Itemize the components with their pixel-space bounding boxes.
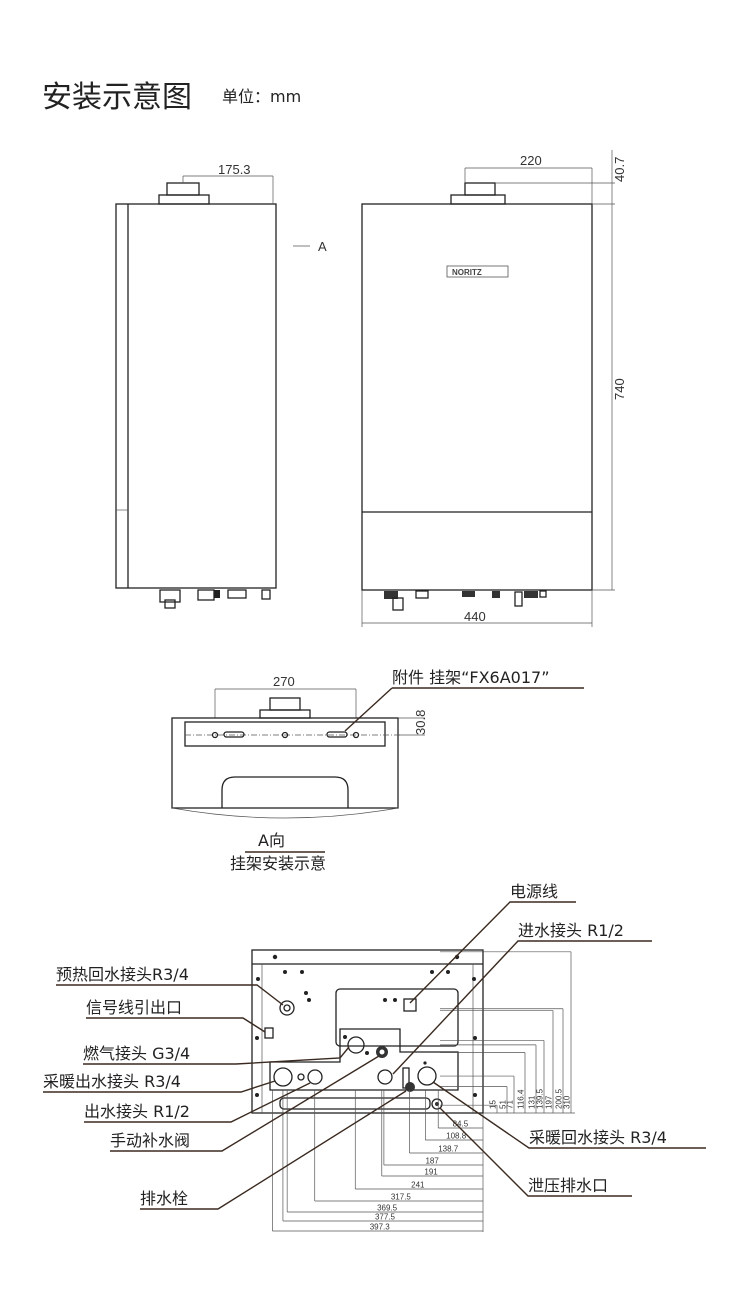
dim-vertical-label: 139.5	[536, 1088, 545, 1109]
dim-flue: 220	[520, 153, 542, 168]
label-heating-out: 采暖出水接头 R3/4	[43, 1072, 181, 1091]
view-arrow-label: A	[318, 239, 327, 254]
dim-vertical-label: 200.5	[555, 1088, 564, 1109]
label-relief-drain: 泄压排水口	[528, 1176, 608, 1195]
label-gas: 燃气接头 G3/4	[83, 1044, 190, 1063]
hanger-view: 270 30.8 附件 挂架“FX6A017” A向 挂架安装示意	[171, 668, 584, 873]
dim-vertical-label: 131	[528, 1095, 537, 1109]
logo-text: NORITZ	[452, 268, 482, 277]
side-view: 175.3 A	[115, 162, 327, 609]
label-heating-return: 采暖回水接头 R3/4	[529, 1128, 667, 1147]
dim-spacing: 270	[273, 674, 295, 689]
dim-depth: 175.3	[218, 162, 251, 177]
front-view: 220 40.7 740 NORITZ 440	[361, 150, 627, 627]
label-signal-outlet: 信号线引出口	[86, 998, 182, 1017]
label-hot-out: 出水接头 R1/2	[84, 1102, 190, 1121]
hanger-caption: 挂架安装示意	[230, 854, 326, 873]
label-inlet: 进水接头 R1/2	[518, 921, 624, 940]
dim-horizontal-label: 84.5	[453, 1120, 469, 1129]
dim-top: 40.7	[612, 157, 627, 182]
label-fill-valve: 手动补水阀	[110, 1131, 190, 1150]
dim-vertical-label: 310	[563, 1095, 572, 1109]
dim-horizontal-label: 397.3	[370, 1223, 391, 1232]
label-drain-plug: 排水栓	[140, 1189, 188, 1208]
dim-horizontal-label: 369.5	[377, 1204, 398, 1213]
noritz-logo	[446, 265, 509, 278]
dim-horizontal-label: 317.5	[391, 1193, 412, 1202]
dim-height: 740	[612, 378, 627, 400]
view-label: A向	[258, 831, 285, 850]
dim-horizontal-label: 138.7	[438, 1145, 459, 1154]
dim-vertical-label: 51	[499, 1100, 508, 1109]
dim-vertical-label: 116.4	[517, 1089, 526, 1109]
dim-horizontal-label: 187	[425, 1157, 439, 1166]
page-title: 安装示意图	[42, 80, 192, 115]
accessory-label: 附件 挂架“FX6A017”	[392, 668, 550, 687]
dim-horizontal-label: 241	[411, 1181, 425, 1190]
dim-width: 440	[464, 609, 486, 624]
dim-horizontal-label: 377.5	[375, 1213, 396, 1222]
dim-offset: 30.8	[413, 710, 428, 735]
dim-vertical-label: 71	[506, 1100, 515, 1109]
dim-vertical-label: 15	[489, 1100, 498, 1109]
dim-vertical-label: 197	[545, 1095, 554, 1109]
dim-horizontal-label: 191	[424, 1168, 438, 1177]
label-power-cable: 电源线	[510, 882, 558, 901]
dim-horizontal-label: 108.8	[446, 1132, 467, 1141]
unit-label: 单位：mm	[222, 87, 301, 106]
label-preheat-return: 预热回水接头R3/4	[56, 965, 189, 984]
